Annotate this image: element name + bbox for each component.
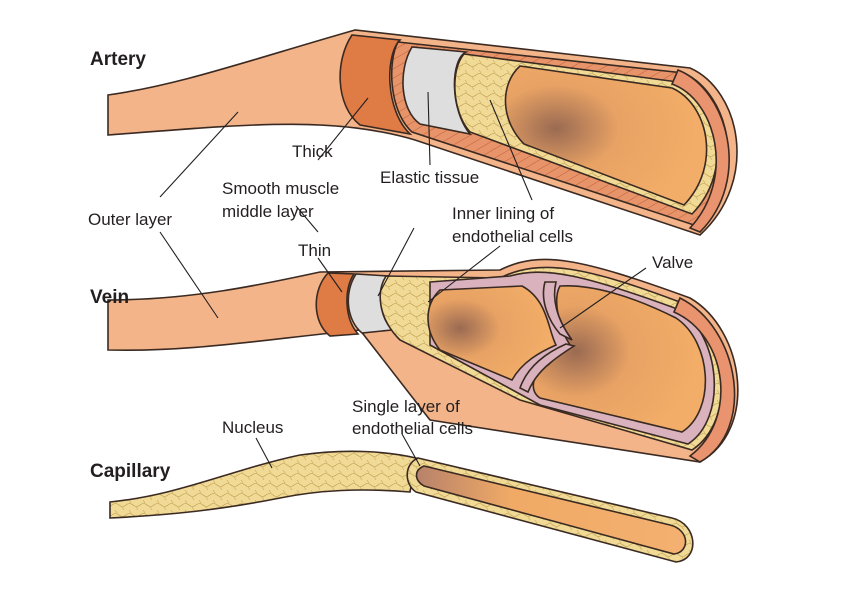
outer-layer-label: Outer layer	[88, 210, 172, 229]
vein-muscle-layer	[315, 272, 360, 337]
vein-wall-cap	[672, 296, 736, 463]
capillary-heading: Capillary	[90, 461, 171, 482]
vein-lumen-left	[427, 285, 558, 382]
elastic-tissue-label: Elastic tissue	[380, 168, 479, 187]
capillary-vessel	[109, 450, 694, 563]
smooth-muscle-label-line2: middle layer	[222, 202, 314, 221]
vein-vessel	[107, 258, 739, 463]
vein-heading: Vein	[90, 287, 129, 308]
inner-lining-label-line1: Inner lining of	[452, 204, 554, 223]
valve-label: Valve	[652, 253, 693, 272]
artery-lumen	[504, 65, 708, 206]
thin-label: Thin	[298, 241, 331, 260]
smooth-muscle-label-line1: Smooth muscle	[222, 179, 339, 198]
nucleus-label: Nucleus	[222, 418, 283, 437]
valve-flap-lower	[519, 343, 577, 394]
capillary-lumen	[415, 465, 687, 555]
single-layer-label-line1: Single layer of	[352, 397, 460, 416]
artery-heading: Artery	[90, 49, 146, 70]
valve-flap	[542, 281, 573, 341]
single-layer-label-line2: endothelial cells	[352, 419, 473, 438]
inner-lining-label-line2: endothelial cells	[452, 227, 573, 246]
leader-lines	[159, 91, 647, 469]
thick-label: Thick	[292, 142, 333, 161]
capillary-cell-layer	[109, 450, 417, 519]
artery-muscle-layer	[339, 34, 413, 136]
artery-vessel	[107, 29, 738, 236]
artery-wall-cap	[670, 68, 730, 233]
